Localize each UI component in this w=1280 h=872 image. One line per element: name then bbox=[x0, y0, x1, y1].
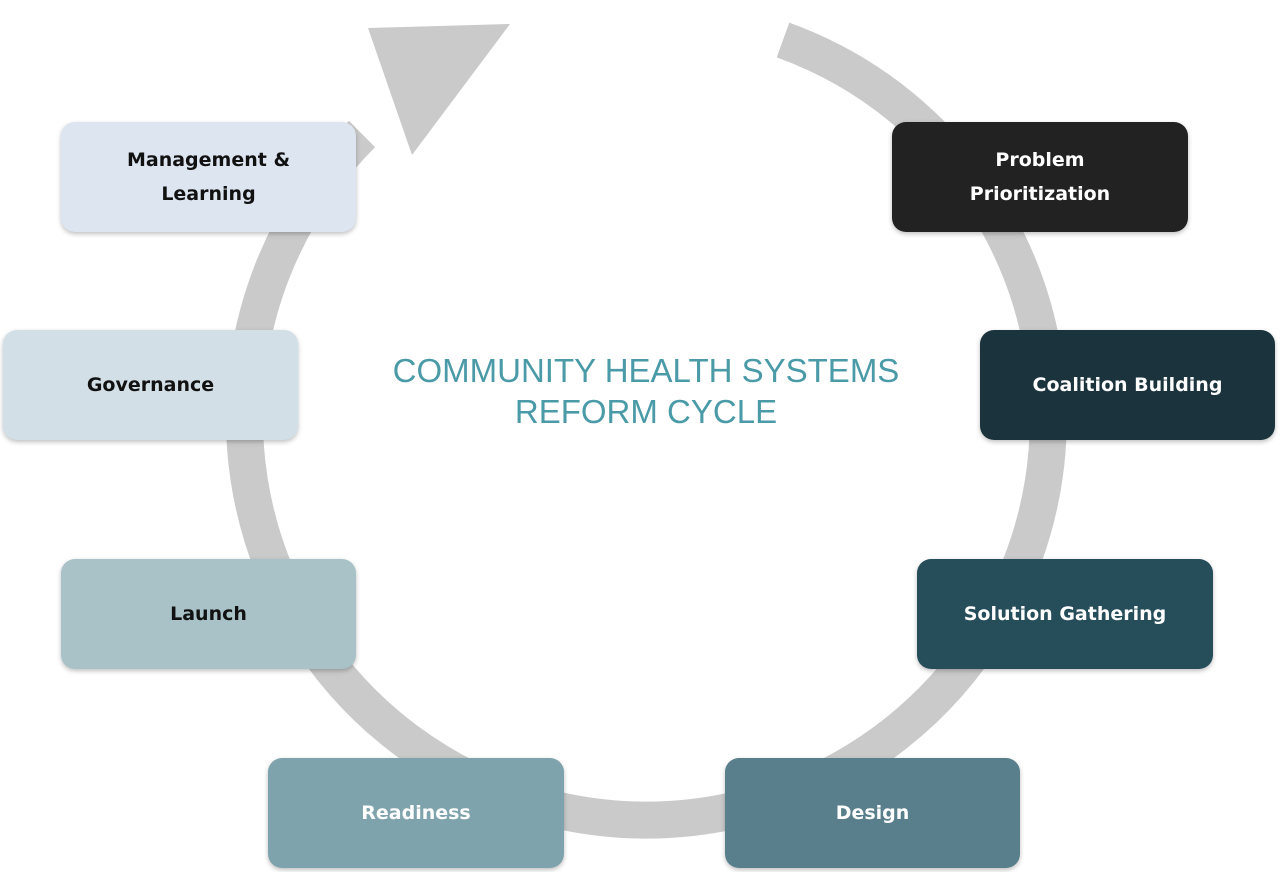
diagram-title: COMMUNITY HEALTH SYSTEMS REFORM CYCLE bbox=[346, 350, 946, 432]
stage-label: Coalition Building bbox=[1032, 374, 1223, 396]
stage-governance: Governance bbox=[3, 330, 298, 440]
stage-label: Launch bbox=[170, 603, 247, 625]
stage-coalition-building: Coalition Building bbox=[980, 330, 1275, 440]
stage-label: Management & Learning bbox=[126, 149, 291, 205]
stage-management-learning: Management & Learning bbox=[61, 122, 356, 232]
stage-label: Governance bbox=[86, 374, 215, 396]
stage-design: Design bbox=[725, 758, 1020, 868]
stage-label: Solution Gathering bbox=[963, 603, 1167, 625]
stage-readiness: Readiness bbox=[268, 758, 564, 868]
arrowhead-icon bbox=[368, 24, 510, 155]
stage-label: Design bbox=[835, 802, 910, 824]
stage-launch: Launch bbox=[61, 559, 356, 669]
stage-label: Problem Prioritization bbox=[969, 149, 1111, 205]
stage-label: Readiness bbox=[361, 802, 471, 824]
stage-problem-prioritization: Problem Prioritization bbox=[892, 122, 1188, 232]
title-line-2: REFORM CYCLE bbox=[514, 393, 778, 430]
stage-solution-gathering: Solution Gathering bbox=[917, 559, 1213, 669]
title-line-1: COMMUNITY HEALTH SYSTEMS bbox=[392, 352, 900, 389]
